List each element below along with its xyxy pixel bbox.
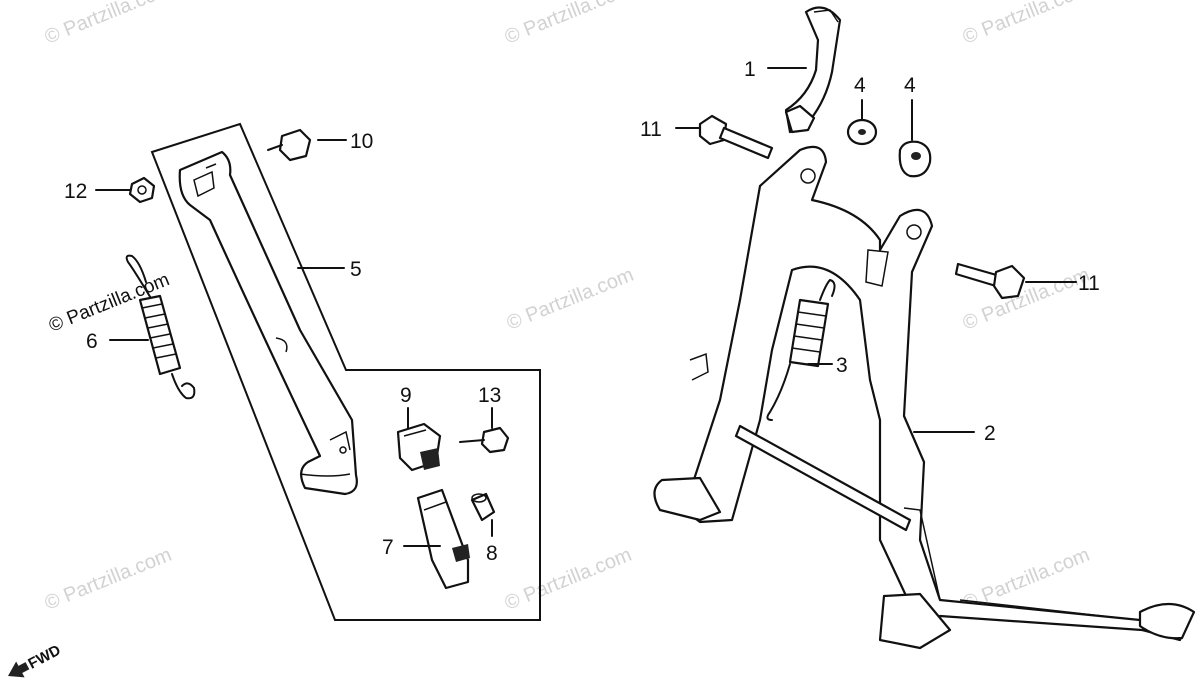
stopper-1-part xyxy=(784,6,842,134)
callout-9: 9 xyxy=(400,384,412,407)
spring-6-part xyxy=(125,254,196,400)
callout-4b: 4 xyxy=(904,74,916,97)
watermark: © Partzilla.com xyxy=(42,0,175,49)
callout-7: 7 xyxy=(382,536,394,559)
main-stand-part xyxy=(653,145,1196,650)
callouts: 1 2 3 4 4 5 6 7 8 9 10 11 11 12 13 xyxy=(64,58,1100,565)
callout-11b: 11 xyxy=(1078,272,1100,295)
bolt-11b-part xyxy=(954,262,1026,300)
bolt-11a-part xyxy=(698,114,774,160)
watermark: © Partzilla.com xyxy=(504,264,637,335)
washer-4-part xyxy=(846,118,878,146)
watermark: © Partzilla.com xyxy=(502,0,635,49)
callout-11a: 11 xyxy=(640,118,662,141)
watermark: © Partzilla.com xyxy=(960,0,1093,49)
callout-13: 13 xyxy=(478,384,501,407)
callout-10: 10 xyxy=(350,130,373,153)
callout-2: 2 xyxy=(984,422,996,445)
callout-1: 1 xyxy=(744,58,756,81)
bracket-9-part xyxy=(396,422,442,472)
side-stand-part xyxy=(178,150,358,496)
bolt-10-part xyxy=(267,128,312,162)
collar-8-part xyxy=(470,492,496,522)
watermark: © Partzilla.com xyxy=(502,544,635,615)
washer-4b-part xyxy=(898,140,932,178)
block-7-part xyxy=(416,488,470,590)
screw-13-part xyxy=(459,426,510,454)
callout-5: 5 xyxy=(350,258,362,281)
nut-12-part xyxy=(128,176,156,204)
callout-4: 4 xyxy=(854,74,866,97)
callout-3: 3 xyxy=(836,354,848,377)
fwd-arrow-icon xyxy=(8,661,30,678)
watermarks: © Partzilla.com © Partzilla.com © Partzi… xyxy=(42,0,1093,615)
callout-6: 6 xyxy=(86,330,98,353)
side-stand-group-outline xyxy=(150,122,541,621)
callout-12: 12 xyxy=(64,180,87,203)
fwd-direction-marker: FWD xyxy=(8,642,64,678)
fwd-label: FWD xyxy=(25,642,63,673)
spring-3-part xyxy=(766,278,836,421)
callout-8: 8 xyxy=(486,542,498,565)
watermark: © Partzilla.com xyxy=(42,544,175,615)
leader-lines xyxy=(95,67,1077,547)
